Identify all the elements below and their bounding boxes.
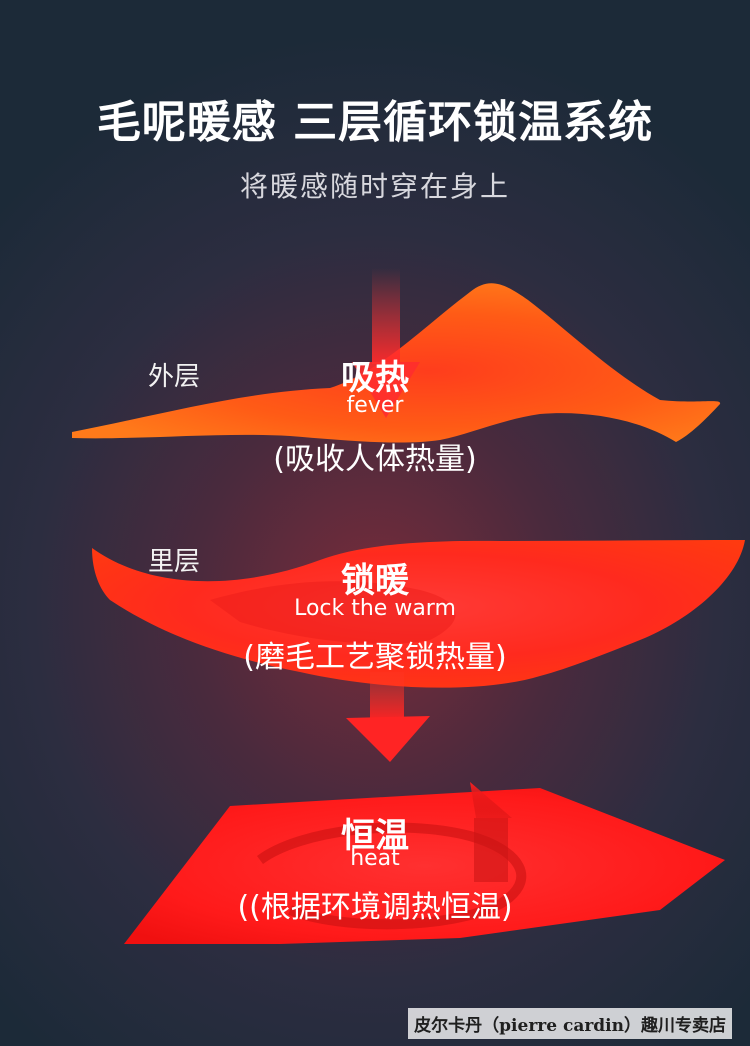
- bottom-layer-swirl: [257, 822, 527, 930]
- shop-name-footer: 皮尔卡丹（pierre cardin）趣川专卖店: [408, 1008, 732, 1039]
- page-title: 毛呢暖感 三层循环锁温系统: [96, 97, 654, 148]
- inner-layer-fold: [210, 581, 456, 644]
- bottom-layer-title-en: heat: [350, 846, 400, 871]
- page-subtitle: 将暖感随时穿在身上: [239, 170, 510, 203]
- outer-layer-title: 吸热: [341, 358, 409, 398]
- bottom-layer-title: 恒温: [341, 816, 409, 856]
- inner-layer-label: 里层: [148, 547, 201, 577]
- arrow-down-icon: [352, 268, 420, 418]
- inner-layer-description: (磨毛工艺聚锁热量): [243, 640, 507, 675]
- arrow-down-icon: [346, 672, 430, 762]
- inner-layer-title-en: Lock the warm: [294, 596, 456, 621]
- inner-layer-title: 锁暖: [341, 561, 409, 601]
- outer-layer-description: (吸收人体热量): [273, 442, 477, 477]
- outer-layer-title-en: fever: [346, 393, 404, 418]
- inner-layer-fabric: [92, 540, 745, 688]
- outer-layer-label: 外层: [148, 362, 201, 392]
- bottom-layer-fabric: [124, 788, 725, 944]
- arrow-up-icon: [470, 782, 512, 882]
- bottom-layer-description: ((根据环境调热恒温): [237, 890, 513, 925]
